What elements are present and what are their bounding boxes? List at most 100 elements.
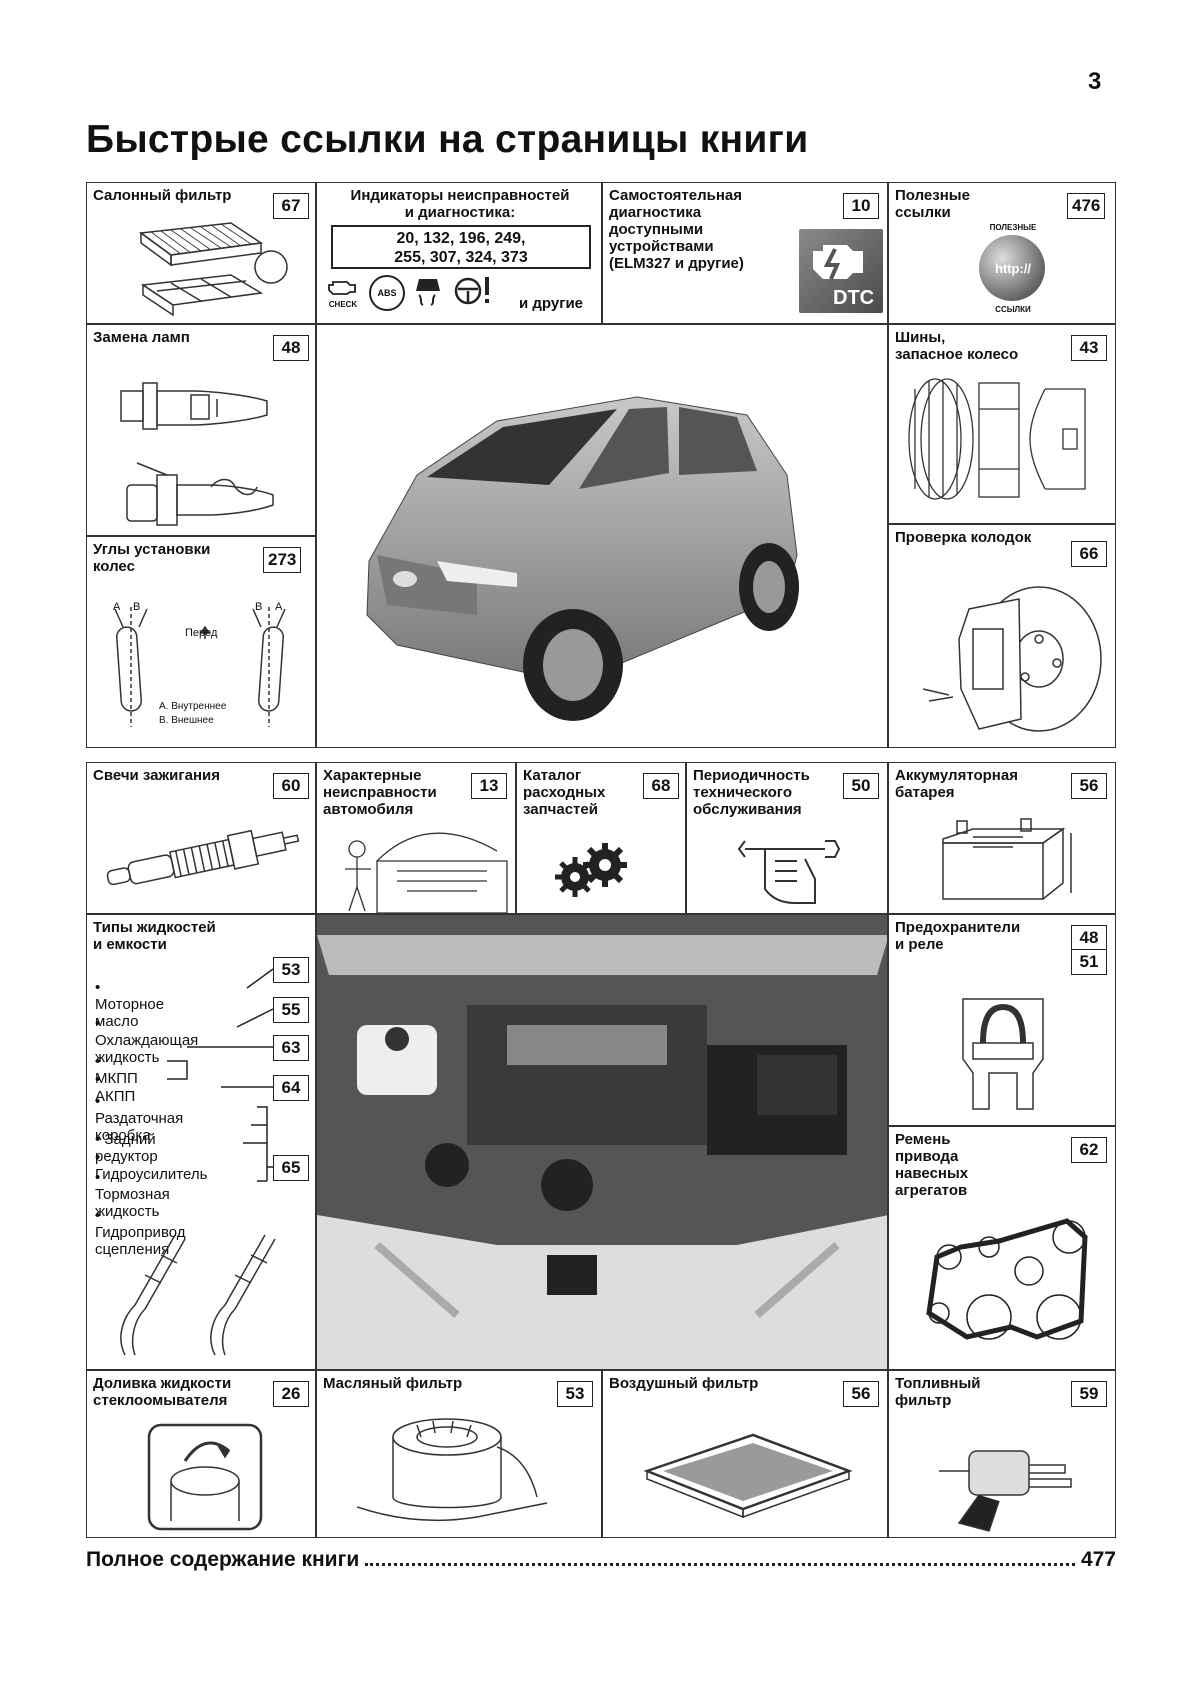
check-icon-label: CHECK <box>328 300 358 309</box>
cell-oil-filter[interactable]: Масляный фильтр 53 <box>316 1370 602 1538</box>
cabin-filter-page[interactable]: 67 <box>273 193 309 219</box>
dtc-icon: DTC <box>799 229 883 313</box>
cell-fluids[interactable]: Типы жидкостей и емкости • Моторное масл… <box>86 914 316 1370</box>
fluid-item-engine-oil[interactable]: • Моторное масло <box>95 979 165 1030</box>
diagnostics-tail: и другие <box>519 295 584 312</box>
air-filter-page[interactable]: 56 <box>843 1381 879 1407</box>
air-filter-label: Воздушный фильтр <box>609 1375 759 1392</box>
cell-lamps[interactable]: Замена ламп 48 <box>86 324 316 536</box>
fluid-item-clutch[interactable]: • Гидропривод сцепления <box>95 1207 186 1258</box>
spark-plugs-page[interactable]: 60 <box>273 773 309 799</box>
fuses-label: Предохранители и реле <box>895 919 1021 953</box>
lamps-page[interactable]: 48 <box>273 335 309 361</box>
brake-caliper-icon <box>922 586 1102 732</box>
maintenance-page[interactable]: 50 <box>843 773 879 799</box>
belt-page[interactable]: 62 <box>1071 1137 1107 1163</box>
wrench-hand-icon <box>737 840 841 904</box>
car-photo <box>316 324 888 748</box>
fluid-page-engine-oil[interactable]: 53 <box>273 957 309 983</box>
fluid-item-brake-fluid[interactable]: • Тормозная жидкость <box>95 1169 170 1220</box>
fuel-filter-page[interactable]: 59 <box>1071 1381 1107 1407</box>
fluid-page-rear-diff[interactable]: 65 <box>273 1155 309 1181</box>
fluid-item-transfer-case[interactable]: • Раздаточная коробка <box>95 1093 184 1144</box>
fluid-item-manual-gearbox[interactable]: • МКПП <box>95 1053 138 1087</box>
cell-air-filter[interactable]: Воздушный фильтр 56 <box>602 1370 888 1538</box>
cell-battery[interactable]: Аккумуляторная батарея 56 <box>888 762 1116 914</box>
tires-page[interactable]: 43 <box>1071 335 1107 361</box>
table-of-contents-link[interactable]: Полное содержание книги 477 <box>86 1548 1116 1572</box>
mechanic-hood-icon <box>345 832 508 913</box>
fluid-page-transfer-case[interactable]: 64 <box>273 1075 309 1101</box>
fuses-page-a[interactable]: 48 <box>1071 925 1107 951</box>
battery-icon <box>942 818 1072 900</box>
cabin-filter-label: Салонный фильтр <box>93 187 232 204</box>
fluid-item-automatic-gearbox[interactable]: • АКПП <box>95 1071 136 1105</box>
cell-tires[interactable]: Шины, запасное колесо 43 <box>888 324 1116 524</box>
lamps-label: Замена ламп <box>93 329 190 346</box>
gears-icon <box>555 843 627 897</box>
self-diagnostics-page[interactable]: 10 <box>843 193 879 219</box>
wheel-mark-a-left: A <box>113 601 121 613</box>
engine-bay-photo <box>316 914 888 1370</box>
diagnostics-label: Индикаторы неисправностей и диагностика: <box>350 187 570 221</box>
wheel-mark-b-left: B <box>133 601 141 613</box>
cell-parts-catalog[interactable]: Каталог расходных запчастей 68 <box>516 762 686 914</box>
brake-pads-page[interactable]: 66 <box>1071 541 1107 567</box>
engine-bay-illustration <box>317 915 887 1369</box>
fuses-page-b[interactable]: 51 <box>1071 949 1107 975</box>
cell-fuses[interactable]: Предохранители и реле 48 51 <box>888 914 1116 1126</box>
cell-fuel-filter[interactable]: Топливный фильтр 59 <box>888 1370 1116 1538</box>
washer-label: Доливка жидкости стеклоомывателя <box>93 1375 232 1409</box>
dtc-label: DTC <box>833 287 875 309</box>
abs-icon: ABS <box>369 275 405 311</box>
cell-wheel-alignment[interactable]: Углы установки колес 273 A B B A Перед A… <box>86 536 316 748</box>
parts-catalog-page[interactable]: 68 <box>643 773 679 799</box>
stability-icon <box>416 279 440 306</box>
fuse-icon <box>962 998 1044 1110</box>
page-title: Быстрые ссылки на страницы книги <box>86 118 809 161</box>
cell-cabin-filter[interactable]: Салонный фильтр 67 <box>86 182 316 324</box>
globe-icon: ПОЛЕЗНЫЕ http:// ССЫЛКИ <box>975 223 1051 317</box>
cell-diagnostics[interactable]: Индикаторы неисправностей и диагностика:… <box>316 182 602 324</box>
toc-label: Полное содержание книги <box>86 1548 360 1571</box>
check-engine-icon: CHECK <box>323 277 363 309</box>
oil-filter-label: Масляный фильтр <box>323 1375 463 1392</box>
faults-page[interactable]: 13 <box>471 773 507 799</box>
globe-mid-label: http:// <box>994 261 1032 276</box>
tires-label: Шины, запасное колесо <box>895 329 1019 363</box>
cell-spark-plugs[interactable]: Свечи зажигания 60 <box>86 762 316 914</box>
fluid-page-coolant[interactable]: 55 <box>273 997 309 1023</box>
air-filter-icon <box>643 1433 853 1519</box>
wheel-alignment-diagram <box>114 607 286 727</box>
dipstick-icon <box>120 1234 276 1356</box>
wheel-alignment-page[interactable]: 273 <box>263 547 302 573</box>
oil-filter-page[interactable]: 53 <box>557 1381 593 1407</box>
cell-brake-pads[interactable]: Проверка колодок 66 <box>888 524 1116 748</box>
fluid-item-rear-diff[interactable]: • Задний редуктор <box>95 1131 158 1165</box>
fluid-page-gearbox[interactable]: 63 <box>273 1035 309 1061</box>
useful-links-page[interactable]: 476 <box>1067 193 1106 219</box>
fuel-filter-icon <box>939 1450 1072 1532</box>
fluid-item-power-steering[interactable]: • Гидроусилитель <box>95 1149 208 1183</box>
steering-warning-icon <box>454 277 489 305</box>
useful-links-label: Полезные ссылки <box>895 187 970 221</box>
cabin-filter-icon <box>139 222 288 317</box>
diagnostics-codes[interactable]: 20, 132, 196, 249, 255, 307, 324, 373 <box>331 225 591 269</box>
suv-illustration <box>366 396 799 721</box>
toc-leader-dots <box>365 1549 1075 1566</box>
spark-plugs-label: Свечи зажигания <box>93 767 221 784</box>
cell-faults[interactable]: Характерные неисправности автомобиля 13 <box>316 762 516 914</box>
washer-reservoir-icon <box>147 1423 263 1531</box>
page-number: 3 <box>1088 68 1102 95</box>
cell-useful-links[interactable]: Полезные ссылки 476 ПОЛЕЗНЫЕ http:// ССЫ… <box>888 182 1116 324</box>
cell-maintenance[interactable]: Периодичность технического обслуживания … <box>686 762 888 914</box>
battery-page[interactable]: 56 <box>1071 773 1107 799</box>
wheel-legend-a: A. Внутреннее <box>159 701 227 712</box>
cell-belt[interactable]: Ремень привода навесных агрегатов 62 <box>888 1126 1116 1370</box>
cell-washer[interactable]: Доливка жидкости стеклоомывателя 26 <box>86 1370 316 1538</box>
toc-page: 477 <box>1080 1548 1116 1571</box>
washer-page[interactable]: 26 <box>273 1381 309 1407</box>
battery-label: Аккумуляторная батарея <box>895 767 1018 801</box>
fluid-item-coolant[interactable]: • Охлаждающая жидкость <box>95 1015 199 1066</box>
cell-self-diagnostics[interactable]: Самостоятельная диагностика доступными у… <box>602 182 888 324</box>
